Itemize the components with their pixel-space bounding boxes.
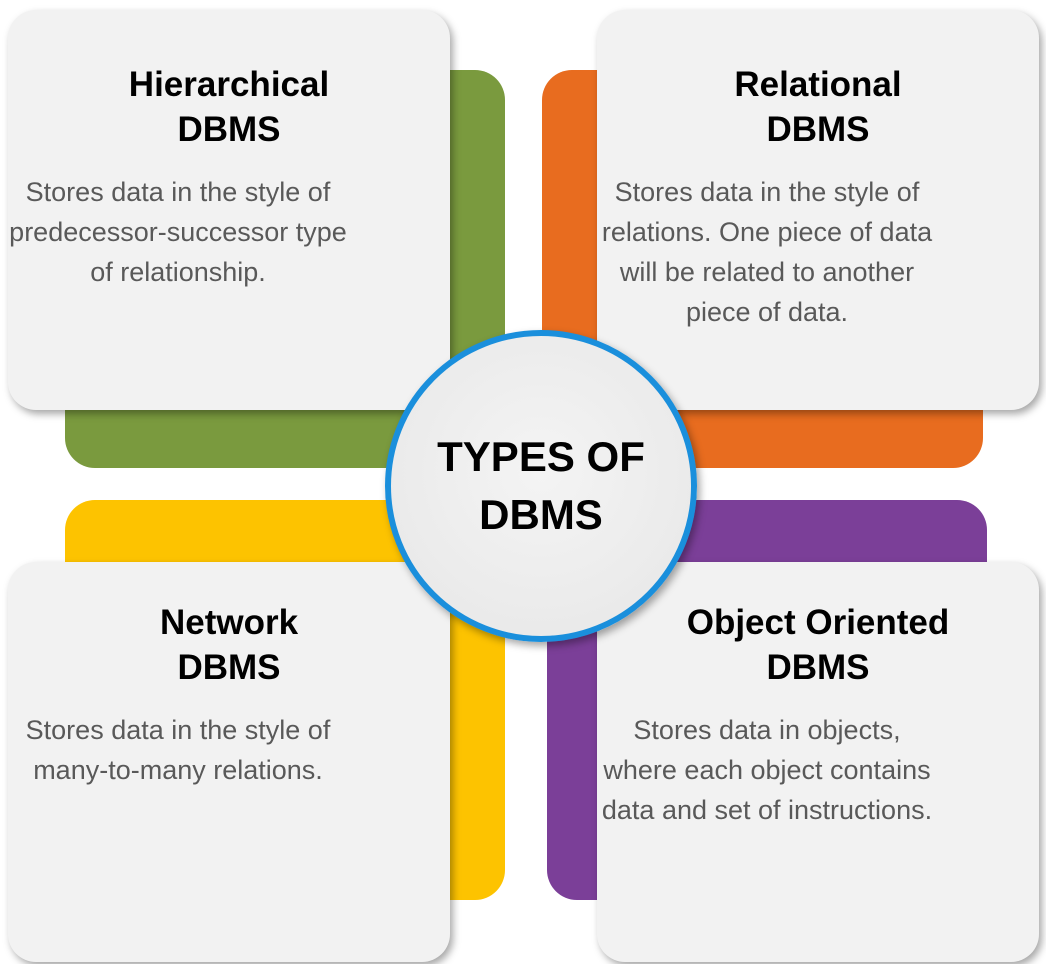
object-oriented-description: Stores data in objects, where each objec…: [601, 715, 933, 825]
hierarchical-title-2: DBMS: [177, 110, 281, 149]
object-oriented-card: Object Oriented DBMS Stores data in obje…: [597, 562, 1039, 962]
relational-card: Relational DBMS Stores data in the style…: [597, 10, 1039, 410]
network-card: Network DBMS Stores data in the style of…: [8, 562, 450, 962]
network-title: Network: [159, 603, 299, 642]
object-oriented-title-2: DBMS: [766, 648, 870, 687]
hierarchical-description: Stores data in the style of predecessor-…: [9, 177, 347, 287]
hierarchical-card: Hierarchical DBMS Stores data in the sty…: [8, 10, 450, 410]
center-title-line2: DBMS: [479, 491, 603, 538]
object-oriented-title: Object Oriented: [686, 603, 950, 642]
relational-title: Relational: [734, 65, 902, 104]
center-circle: TYPES OF DBMS: [385, 330, 697, 642]
network-title-2: DBMS: [177, 648, 281, 687]
center-title-line1: TYPES OF: [437, 433, 645, 480]
relational-description: Stores data in the style of relations. O…: [601, 177, 933, 327]
network-description: Stores data in the style of many-to-many…: [25, 715, 331, 785]
relational-title-2: DBMS: [766, 110, 870, 149]
hierarchical-title: Hierarchical: [128, 65, 330, 104]
